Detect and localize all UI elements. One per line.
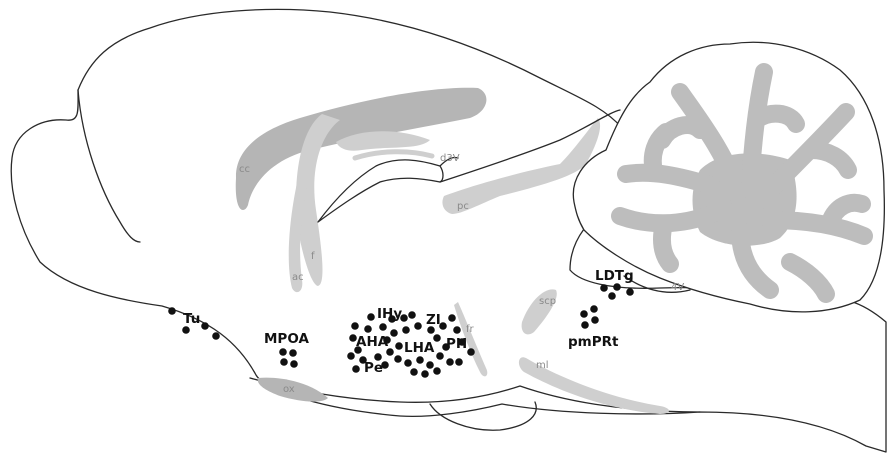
label-cc: cc [239, 164, 250, 175]
cell-dot [414, 322, 422, 330]
cell-dot [408, 311, 416, 319]
cell-dot [626, 288, 634, 296]
cell-dot [600, 284, 608, 292]
cell-dot [580, 310, 588, 318]
cell-dot [394, 355, 402, 363]
cell-dot [590, 305, 598, 313]
cell-dot [426, 361, 434, 369]
cell-dot [168, 307, 176, 315]
cell-dot [390, 329, 398, 337]
cell-dot [182, 326, 190, 334]
cell-dot [279, 348, 287, 356]
cell-dot [410, 368, 418, 376]
cell-dot [201, 322, 209, 330]
label-scp: scp [539, 296, 556, 307]
cell-dot [436, 352, 444, 360]
label-lha: LHA [404, 340, 435, 356]
cell-dot [581, 321, 589, 329]
cell-dot [379, 323, 387, 331]
cell-dot [448, 314, 456, 322]
cell-dot [280, 358, 288, 366]
cell-dot [404, 359, 412, 367]
cell-dot [352, 365, 360, 373]
label-aha: AHA [356, 334, 389, 350]
label-ihy: IHy [377, 306, 402, 322]
label-mpoa: MPOA [264, 331, 309, 347]
cell-dot [347, 352, 355, 360]
cell-dot [421, 370, 429, 378]
label-d3v: d3V [440, 153, 460, 164]
label-ox: ox [283, 384, 295, 395]
label-tu: Tu [183, 311, 200, 327]
label-ml: ml [536, 360, 549, 371]
cell-dot [608, 292, 616, 300]
label-pc: pc [457, 201, 469, 212]
label-zi: ZI [426, 312, 441, 328]
label-4v: 4V [671, 282, 684, 293]
label-fr: fr [466, 324, 475, 335]
cell-dot [591, 316, 599, 324]
label-ldtg: LDTg [595, 268, 634, 284]
cell-dot [453, 326, 461, 334]
cell-dot [351, 322, 359, 330]
cell-dot [367, 313, 375, 321]
cell-dot [613, 283, 621, 291]
cell-dot [402, 326, 410, 334]
cell-dot [290, 360, 298, 368]
cell-dot [433, 367, 441, 375]
cell-dot [212, 332, 220, 340]
label-f: f [311, 251, 315, 262]
label-pe: Pe [364, 360, 383, 376]
cell-dot [416, 356, 424, 364]
cell-dot [364, 325, 372, 333]
label-pmprt: pmPRt [568, 334, 619, 350]
cell-dot [455, 358, 463, 366]
cell-dot [395, 342, 403, 350]
cell-dot [289, 349, 297, 357]
cell-dot [446, 358, 454, 366]
label-ph: PH [446, 336, 467, 352]
label-ac: ac [292, 272, 304, 283]
cell-dot [467, 348, 475, 356]
